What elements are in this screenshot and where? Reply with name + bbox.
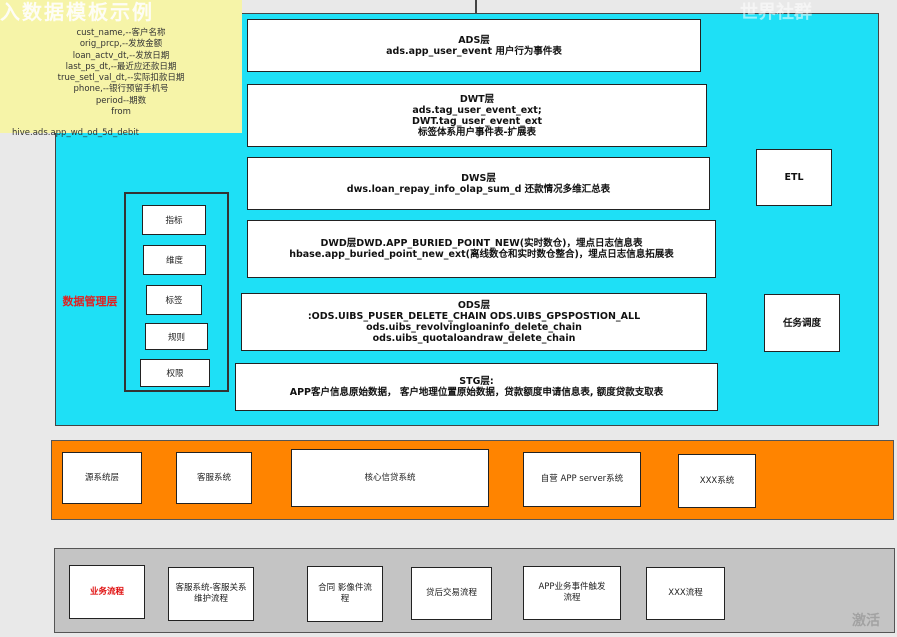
note-line: phone,--银行预留手机号 — [73, 84, 169, 95]
etl-box: ETL — [756, 149, 832, 206]
ads-layer-table: ads.app_user_event 用户行为事件表 — [386, 45, 562, 57]
system-app-server: 自营 APP server系统 — [523, 452, 641, 507]
process-customer-relation-label: 客服系统-客服关系维护流程 — [175, 583, 247, 604]
stg-layer-box: STG层: APP客户信息原始数据， 客户地理位置原始数据，贷款额度申请信息表,… — [235, 363, 718, 411]
process-app-event-label: APP业务事件触发流程 — [538, 582, 606, 603]
system-customer-service: 客服系统 — [176, 452, 252, 504]
watermark-bottom-right: 激活 — [852, 613, 880, 629]
side-item-metric: 指标 — [142, 205, 206, 235]
system-xxx-label: XXX系统 — [699, 475, 735, 486]
side-item-dimension-label: 维度 — [165, 256, 183, 266]
process-contract-image: 合同 影像件流程 — [307, 566, 383, 622]
schedule-label: 任务调度 — [782, 317, 821, 329]
note-field-list: cust_name,--客户名称 orig_prcp,--发放金额 loan_a… — [0, 28, 242, 118]
note-source-table: hive.ads.app_wd_od_5d_debit — [12, 128, 139, 138]
stg-layer-title: STG层: — [459, 376, 494, 387]
process-xxx-label: XXX流程 — [668, 588, 703, 598]
note-line: orig_prcp,--发放金额 — [79, 39, 163, 50]
watermark-top-right: 世界社群 — [740, 2, 812, 23]
system-source-layer-label: 源系统层 — [84, 472, 119, 483]
system-core-credit: 核心信贷系统 — [291, 449, 489, 507]
system-xxx: XXX系统 — [678, 454, 756, 508]
side-item-rule-label: 规则 — [167, 332, 185, 343]
top-connector-line — [475, 0, 477, 14]
ods-layer-table-1: :ODS.UIBS_PUSER_DELETE_CHAIN ODS.UIBS_GP… — [307, 311, 641, 322]
dws-layer-title: DWS层 — [461, 172, 496, 184]
side-item-permission-label: 权限 — [166, 369, 184, 379]
stg-layer-desc: APP客户信息原始数据， 客户地理位置原始数据，贷款额度申请信息表, 额度贷款支… — [289, 387, 664, 398]
ods-layer-table-2: ods.uibs_revolvingloaninfo_delete_chain — [366, 322, 582, 333]
process-customer-relation: 客服系统-客服关系维护流程 — [168, 567, 254, 621]
system-source-layer: 源系统层 — [62, 452, 142, 504]
ods-layer-box: ODS层 :ODS.UIBS_PUSER_DELETE_CHAIN ODS.UI… — [241, 293, 707, 351]
dws-layer-box: DWS层 dws.loan_repay_info_olap_sum_d 还款情况… — [247, 157, 710, 210]
dwt-layer-table-1: ads.tag_user_event_ext; — [412, 104, 542, 116]
sql-template-note — [0, 0, 242, 133]
note-title: 入数据模板示例 — [0, 0, 154, 24]
note-line: cust_name,--客户名称 — [76, 28, 166, 38]
dwt-layer-title: DWT层 — [459, 93, 495, 105]
process-post-loan-label: 贷后交易流程 — [425, 588, 477, 598]
dws-layer-table: dws.loan_repay_info_olap_sum_d 还款情况多维汇总表 — [346, 183, 611, 195]
process-business-flow-label: 业务流程 — [89, 586, 124, 597]
process-app-event: APP业务事件触发流程 — [523, 566, 621, 620]
side-item-metric-label: 指标 — [165, 216, 183, 226]
note-line: true_setl_val_dt,--实际扣款日期 — [57, 73, 185, 84]
dwd-layer-line-2: hbase.app_buried_point_new_ext(离线数仓和实时数仓… — [289, 249, 674, 260]
side-item-permission: 权限 — [140, 359, 210, 387]
data-management-label: 数据管理层 — [62, 295, 118, 308]
system-customer-service-label: 客服系统 — [196, 472, 231, 483]
note-line: last_ps_dt,--最近应还款日期 — [65, 61, 177, 72]
side-item-tag-label: 标签 — [165, 296, 183, 306]
side-item-dimension: 维度 — [143, 245, 206, 275]
process-xxx: XXX流程 — [646, 567, 725, 620]
process-contract-image-label: 合同 影像件流程 — [318, 583, 372, 604]
etl-label: ETL — [784, 172, 804, 183]
process-post-loan: 贷后交易流程 — [411, 567, 492, 620]
ods-layer-title: ODS层 — [457, 300, 491, 311]
dwd-layer-box: DWD层DWD.APP_BURIED_POINT_NEW(实时数仓)，埋点日志信… — [247, 220, 716, 278]
process-business-flow: 业务流程 — [69, 565, 145, 619]
system-core-credit-label: 核心信贷系统 — [364, 472, 416, 483]
side-item-rule: 规则 — [145, 323, 208, 350]
system-app-server-label: 自营 APP server系统 — [540, 474, 624, 484]
note-line: loan_actv_dt,--发放日期 — [72, 50, 170, 61]
ods-layer-table-3: ods.uibs_quotaloandraw_delete_chain — [372, 333, 576, 344]
schedule-box: 任务调度 — [764, 294, 840, 352]
side-item-tag: 标签 — [146, 285, 202, 315]
ads-layer-box: ADS层 ads.app_user_event 用户行为事件表 — [247, 19, 701, 72]
dwd-layer-line-1: DWD层DWD.APP_BURIED_POINT_NEW(实时数仓)，埋点日志信… — [320, 238, 643, 249]
dwt-layer-table-2: DWT.tag_user_event_ext — [411, 115, 543, 127]
note-line: from — [111, 107, 131, 118]
ads-layer-title: ADS层 — [458, 34, 490, 46]
dwt-layer-box: DWT层 ads.tag_user_event_ext; DWT.tag_use… — [247, 84, 707, 147]
dwt-layer-desc: 标签体系用户事件表-扩展表 — [418, 126, 536, 138]
note-line: period--期数 — [95, 95, 147, 106]
